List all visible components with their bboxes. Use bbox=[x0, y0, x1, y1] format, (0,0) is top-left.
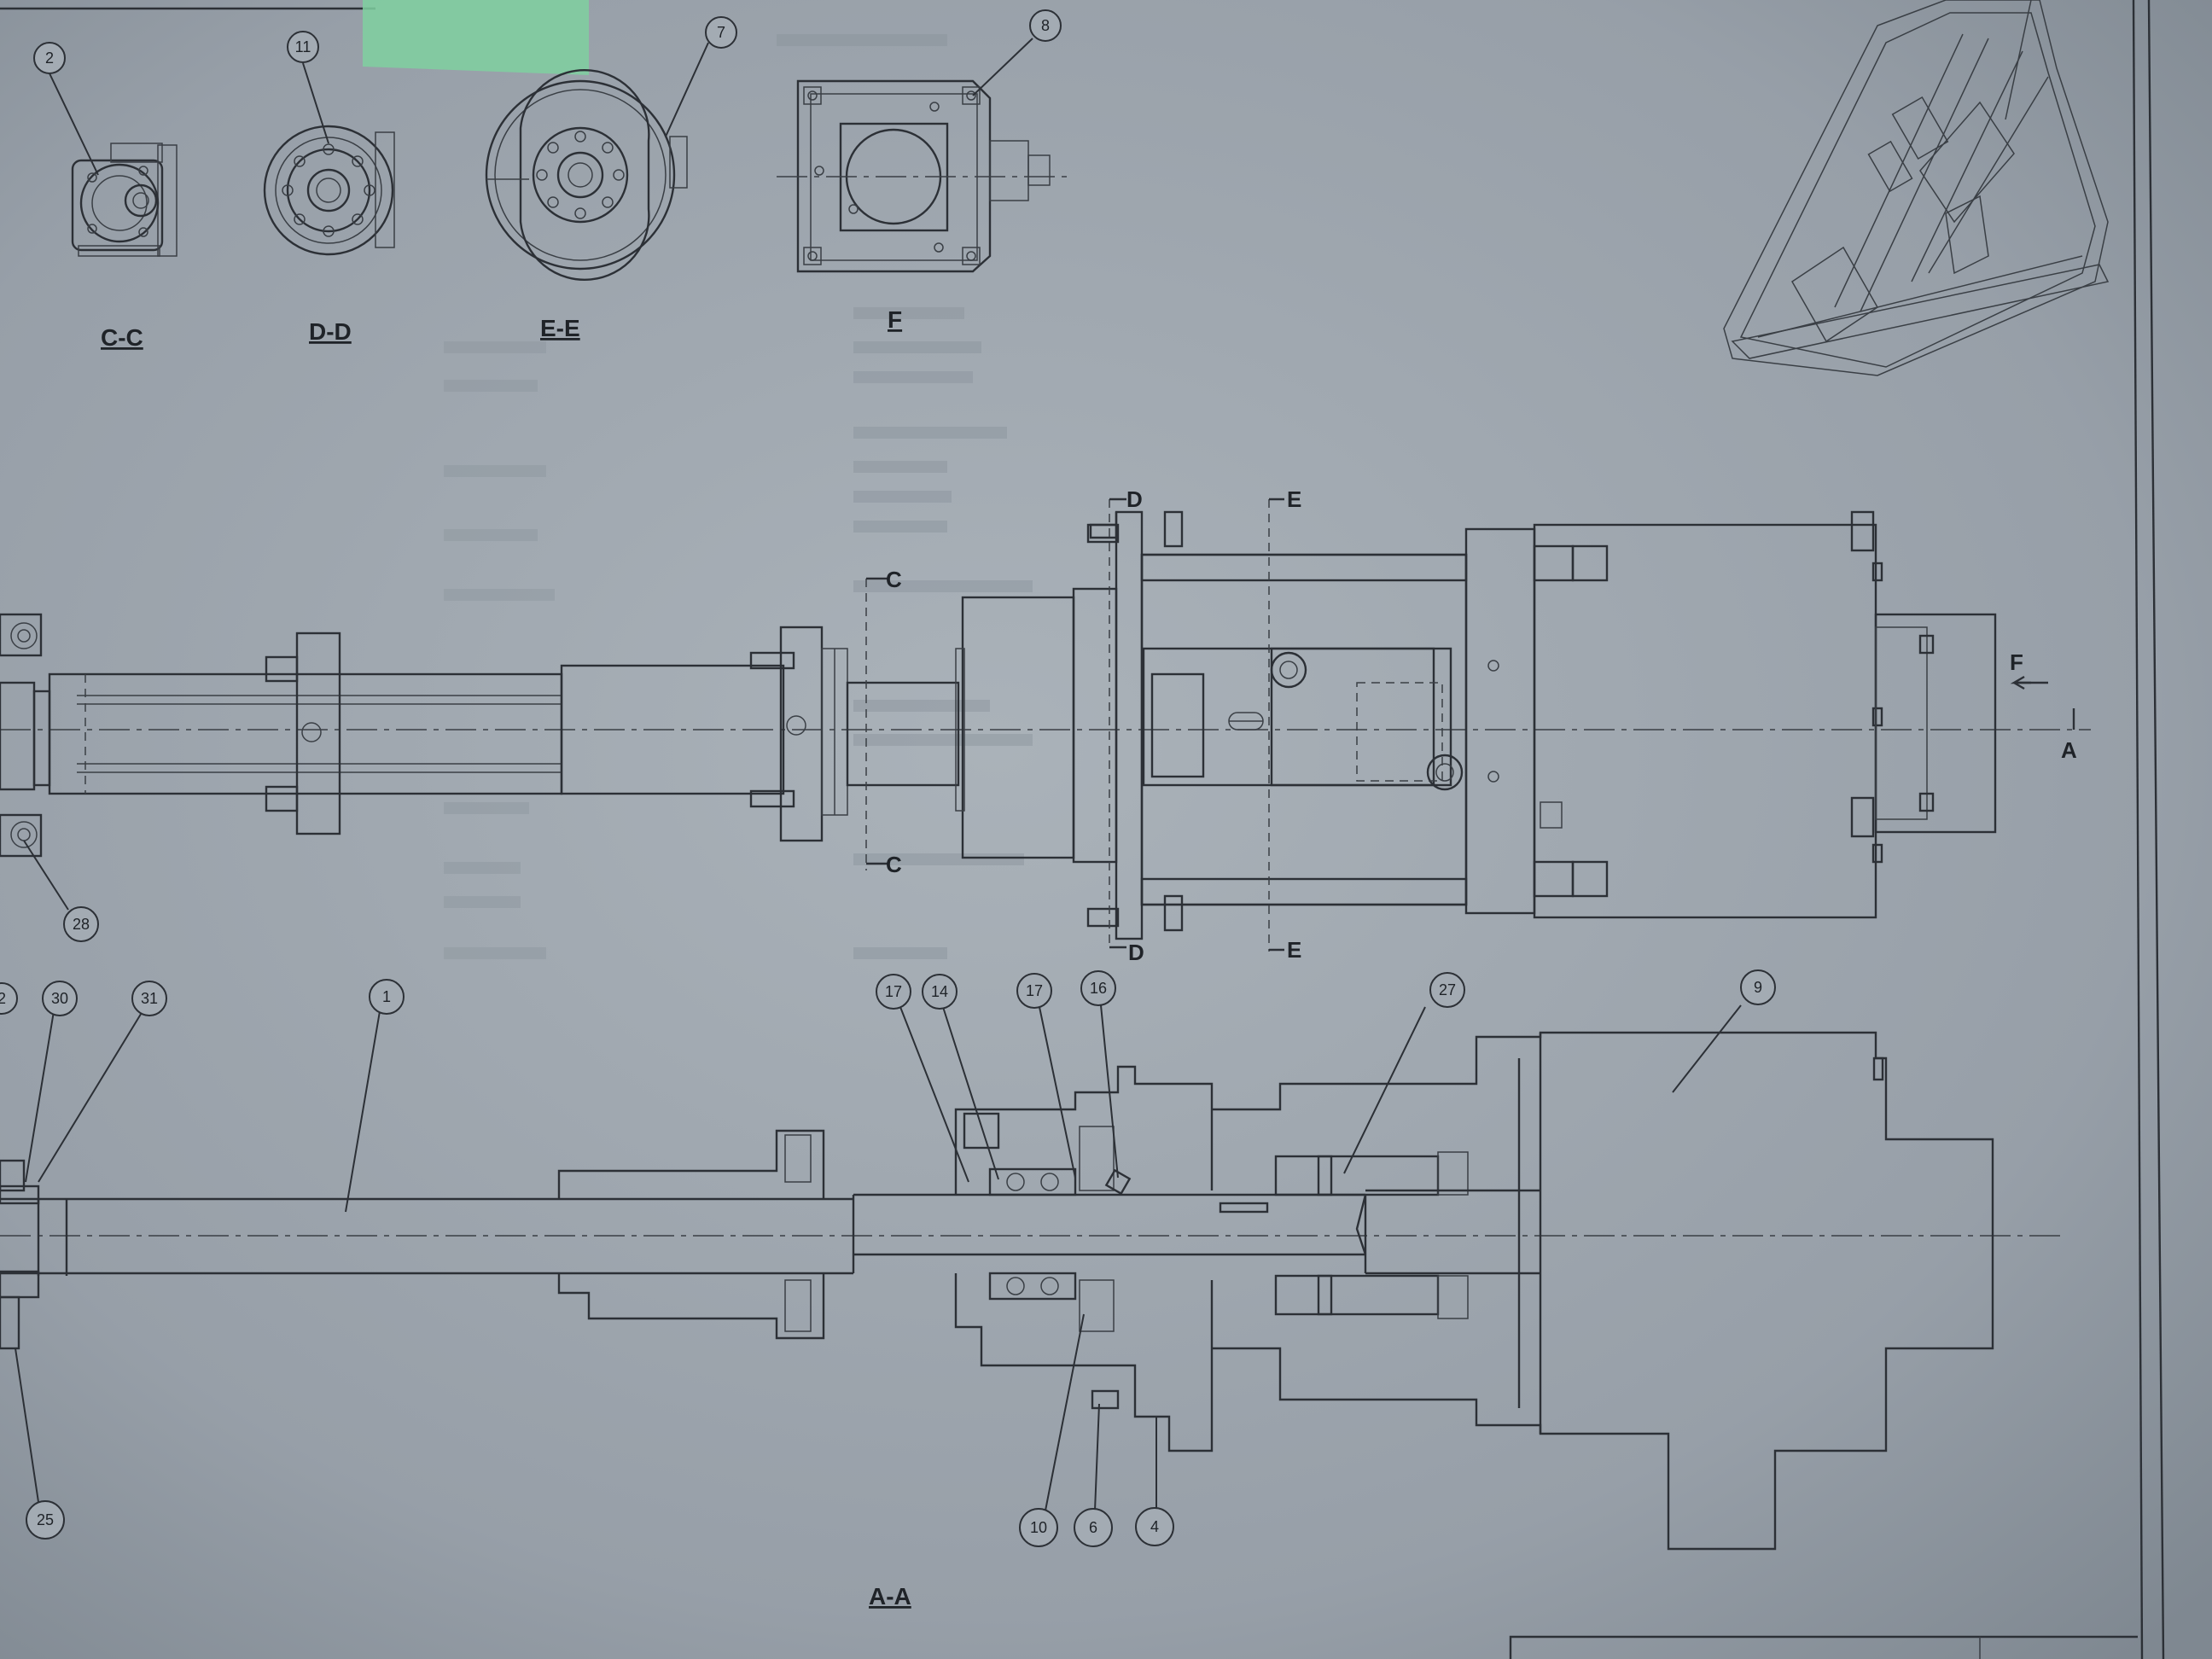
view-f bbox=[777, 79, 1067, 273]
svg-text:10: 10 bbox=[1030, 1519, 1047, 1536]
svg-text:6: 6 bbox=[1089, 1519, 1097, 1536]
balloon-11: 11 bbox=[287, 31, 319, 63]
svg-text:17: 17 bbox=[1026, 982, 1043, 999]
svg-text:31: 31 bbox=[141, 990, 158, 1007]
cut-marker-d-bottom: D bbox=[1128, 940, 1144, 965]
section-view-dd bbox=[263, 125, 395, 256]
svg-text:28: 28 bbox=[73, 916, 90, 933]
section-label-cc: C-C bbox=[101, 324, 143, 351]
cut-marker-d-top: D bbox=[1126, 486, 1143, 512]
svg-text:8: 8 bbox=[1041, 17, 1050, 34]
balloon-2: 2 bbox=[33, 42, 66, 74]
balloon-27: 27 bbox=[1429, 972, 1465, 1008]
balloon-30: 30 bbox=[42, 981, 78, 1016]
cut-marker-e-bottom: E bbox=[1287, 937, 1301, 963]
svg-text:9: 9 bbox=[1754, 979, 1762, 996]
balloon-25: 25 bbox=[26, 1500, 65, 1540]
section-label-ee: E-E bbox=[540, 315, 580, 341]
section-view-ee bbox=[485, 68, 688, 282]
svg-text:1: 1 bbox=[382, 988, 391, 1005]
svg-text:11: 11 bbox=[295, 38, 311, 55]
view-marker-f: F bbox=[2010, 649, 2023, 675]
balloon-7: 7 bbox=[705, 16, 737, 49]
leader-lines bbox=[15, 38, 1742, 1511]
balloon-28: 28 bbox=[63, 906, 99, 942]
cut-marker-c-bottom: C bbox=[886, 852, 902, 877]
green-tape bbox=[363, 0, 589, 75]
balloon-8: 8 bbox=[1029, 9, 1062, 42]
section-label-dd: D-D bbox=[309, 318, 352, 345]
drawing-frame bbox=[0, 0, 2165, 1659]
svg-text:30: 30 bbox=[51, 990, 68, 1007]
balloon-14: 14 bbox=[922, 974, 958, 1010]
svg-text:27: 27 bbox=[1439, 981, 1456, 998]
svg-text:17: 17 bbox=[885, 983, 902, 1000]
balloon-4: 4 bbox=[1135, 1507, 1174, 1546]
view-label-f: F bbox=[888, 306, 902, 333]
balloon-16: 16 bbox=[1080, 970, 1116, 1006]
balloon-17-right: 17 bbox=[1016, 973, 1052, 1009]
balloon-2-lower: 2 bbox=[0, 982, 18, 1015]
section-marker-a: A bbox=[2061, 737, 2077, 763]
svg-text:2: 2 bbox=[0, 990, 6, 1007]
plan-view-assembly bbox=[0, 498, 2091, 952]
svg-text:16: 16 bbox=[1090, 980, 1107, 997]
balloon-10: 10 bbox=[1019, 1508, 1058, 1547]
svg-text:25: 25 bbox=[37, 1511, 54, 1528]
cut-marker-c-top: C bbox=[886, 567, 902, 592]
balloon-17-left: 17 bbox=[876, 974, 911, 1010]
svg-text:2: 2 bbox=[45, 49, 54, 67]
balloon-1: 1 bbox=[369, 979, 405, 1015]
balloon-31: 31 bbox=[131, 981, 167, 1016]
balloon-9: 9 bbox=[1740, 969, 1776, 1005]
section-label-aa: A-A bbox=[869, 1583, 911, 1610]
section-view-aa bbox=[0, 1031, 2065, 1551]
balloon-6: 6 bbox=[1074, 1508, 1113, 1547]
cut-marker-e-top: E bbox=[1287, 486, 1301, 512]
svg-text:14: 14 bbox=[931, 983, 948, 1000]
svg-text:4: 4 bbox=[1150, 1518, 1159, 1535]
isometric-machine-sketch bbox=[1723, 0, 2110, 376]
svg-text:7: 7 bbox=[717, 24, 725, 41]
section-view-cc bbox=[71, 143, 178, 257]
faded-parts-list bbox=[444, 34, 1033, 959]
